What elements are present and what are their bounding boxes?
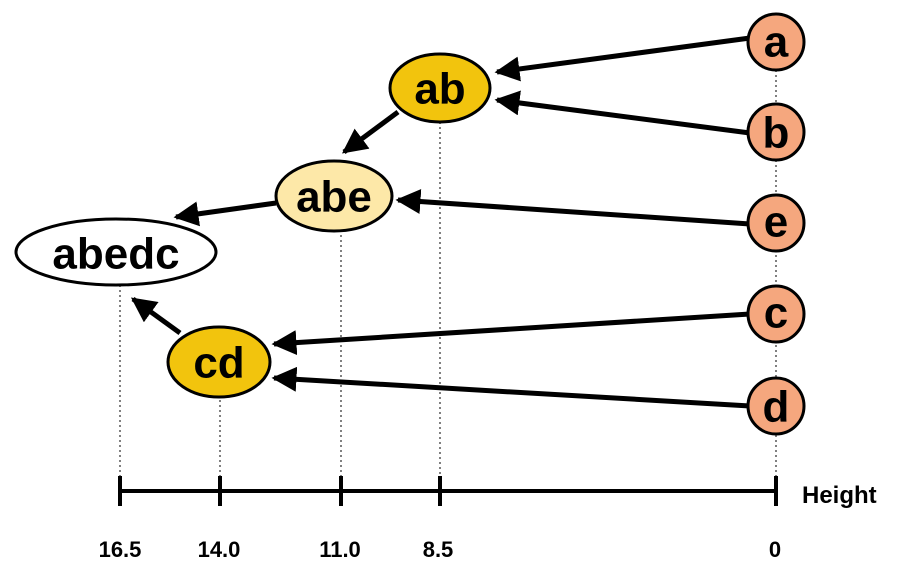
leaf-circle-d — [746, 376, 806, 436]
edge-b-to-ab — [494, 90, 751, 136]
axis-title: Height — [802, 482, 877, 509]
leaf-label-e: e — [764, 198, 788, 247]
edge-ab-to-abe — [341, 109, 400, 155]
edge-abe-to-abedc — [173, 200, 277, 227]
cluster-nodes: abedc abe ab cd — [14, 52, 492, 399]
merge-edges — [130, 35, 751, 409]
cluster-label-abe: abe — [296, 173, 372, 222]
edge-e-to-abe — [395, 189, 751, 227]
leaf-label-b: b — [763, 109, 790, 158]
height-guide-lines — [119, 70, 777, 478]
axis-tick-label-0: 0 — [769, 537, 781, 562]
cluster-ellipse-abe — [274, 159, 394, 233]
leaf-node-c: c — [746, 284, 806, 344]
leaf-circle-b — [746, 102, 806, 162]
leaf-label-a: a — [764, 18, 789, 67]
cluster-label-abedc: abedc — [52, 230, 179, 279]
axis-tick-label-14.0: 14.0 — [198, 537, 241, 562]
cluster-label-ab: ab — [414, 65, 465, 114]
leaf-node-b: b — [746, 102, 806, 162]
leaf-node-e: e — [746, 193, 806, 253]
cluster-node-abedc: abedc — [14, 217, 218, 287]
edge-cd-to-abedc — [130, 296, 182, 336]
cluster-ellipse-cd — [166, 325, 272, 399]
cluster-label-cd: cd — [193, 339, 244, 388]
leaf-circle-e — [746, 193, 806, 253]
height-axis: 16.5 14.0 11.0 8.5 0 Height — [99, 476, 877, 562]
edge-a-to-ab — [494, 35, 751, 82]
axis-tick-label-16.5: 16.5 — [99, 537, 142, 562]
axis-tick-label-11.0: 11.0 — [319, 537, 361, 562]
axis-tick-label-8.5: 8.5 — [423, 537, 454, 562]
leaf-node-a: a — [746, 12, 806, 72]
leaf-label-d: d — [763, 383, 790, 432]
leaf-circle-c — [746, 284, 806, 344]
leaf-nodes: a b e c d — [746, 12, 806, 436]
leaf-node-d: d — [746, 376, 806, 436]
cluster-ellipse-abedc — [14, 217, 218, 287]
edge-c-to-cd — [271, 311, 751, 356]
leaf-label-c: c — [764, 289, 788, 338]
cluster-ellipse-ab — [388, 52, 492, 124]
cluster-node-cd: cd — [166, 325, 272, 399]
leaf-circle-a — [746, 12, 806, 72]
cluster-node-ab: ab — [388, 52, 492, 124]
edge-d-to-cd — [271, 366, 751, 409]
cluster-node-abe: abe — [274, 159, 394, 233]
